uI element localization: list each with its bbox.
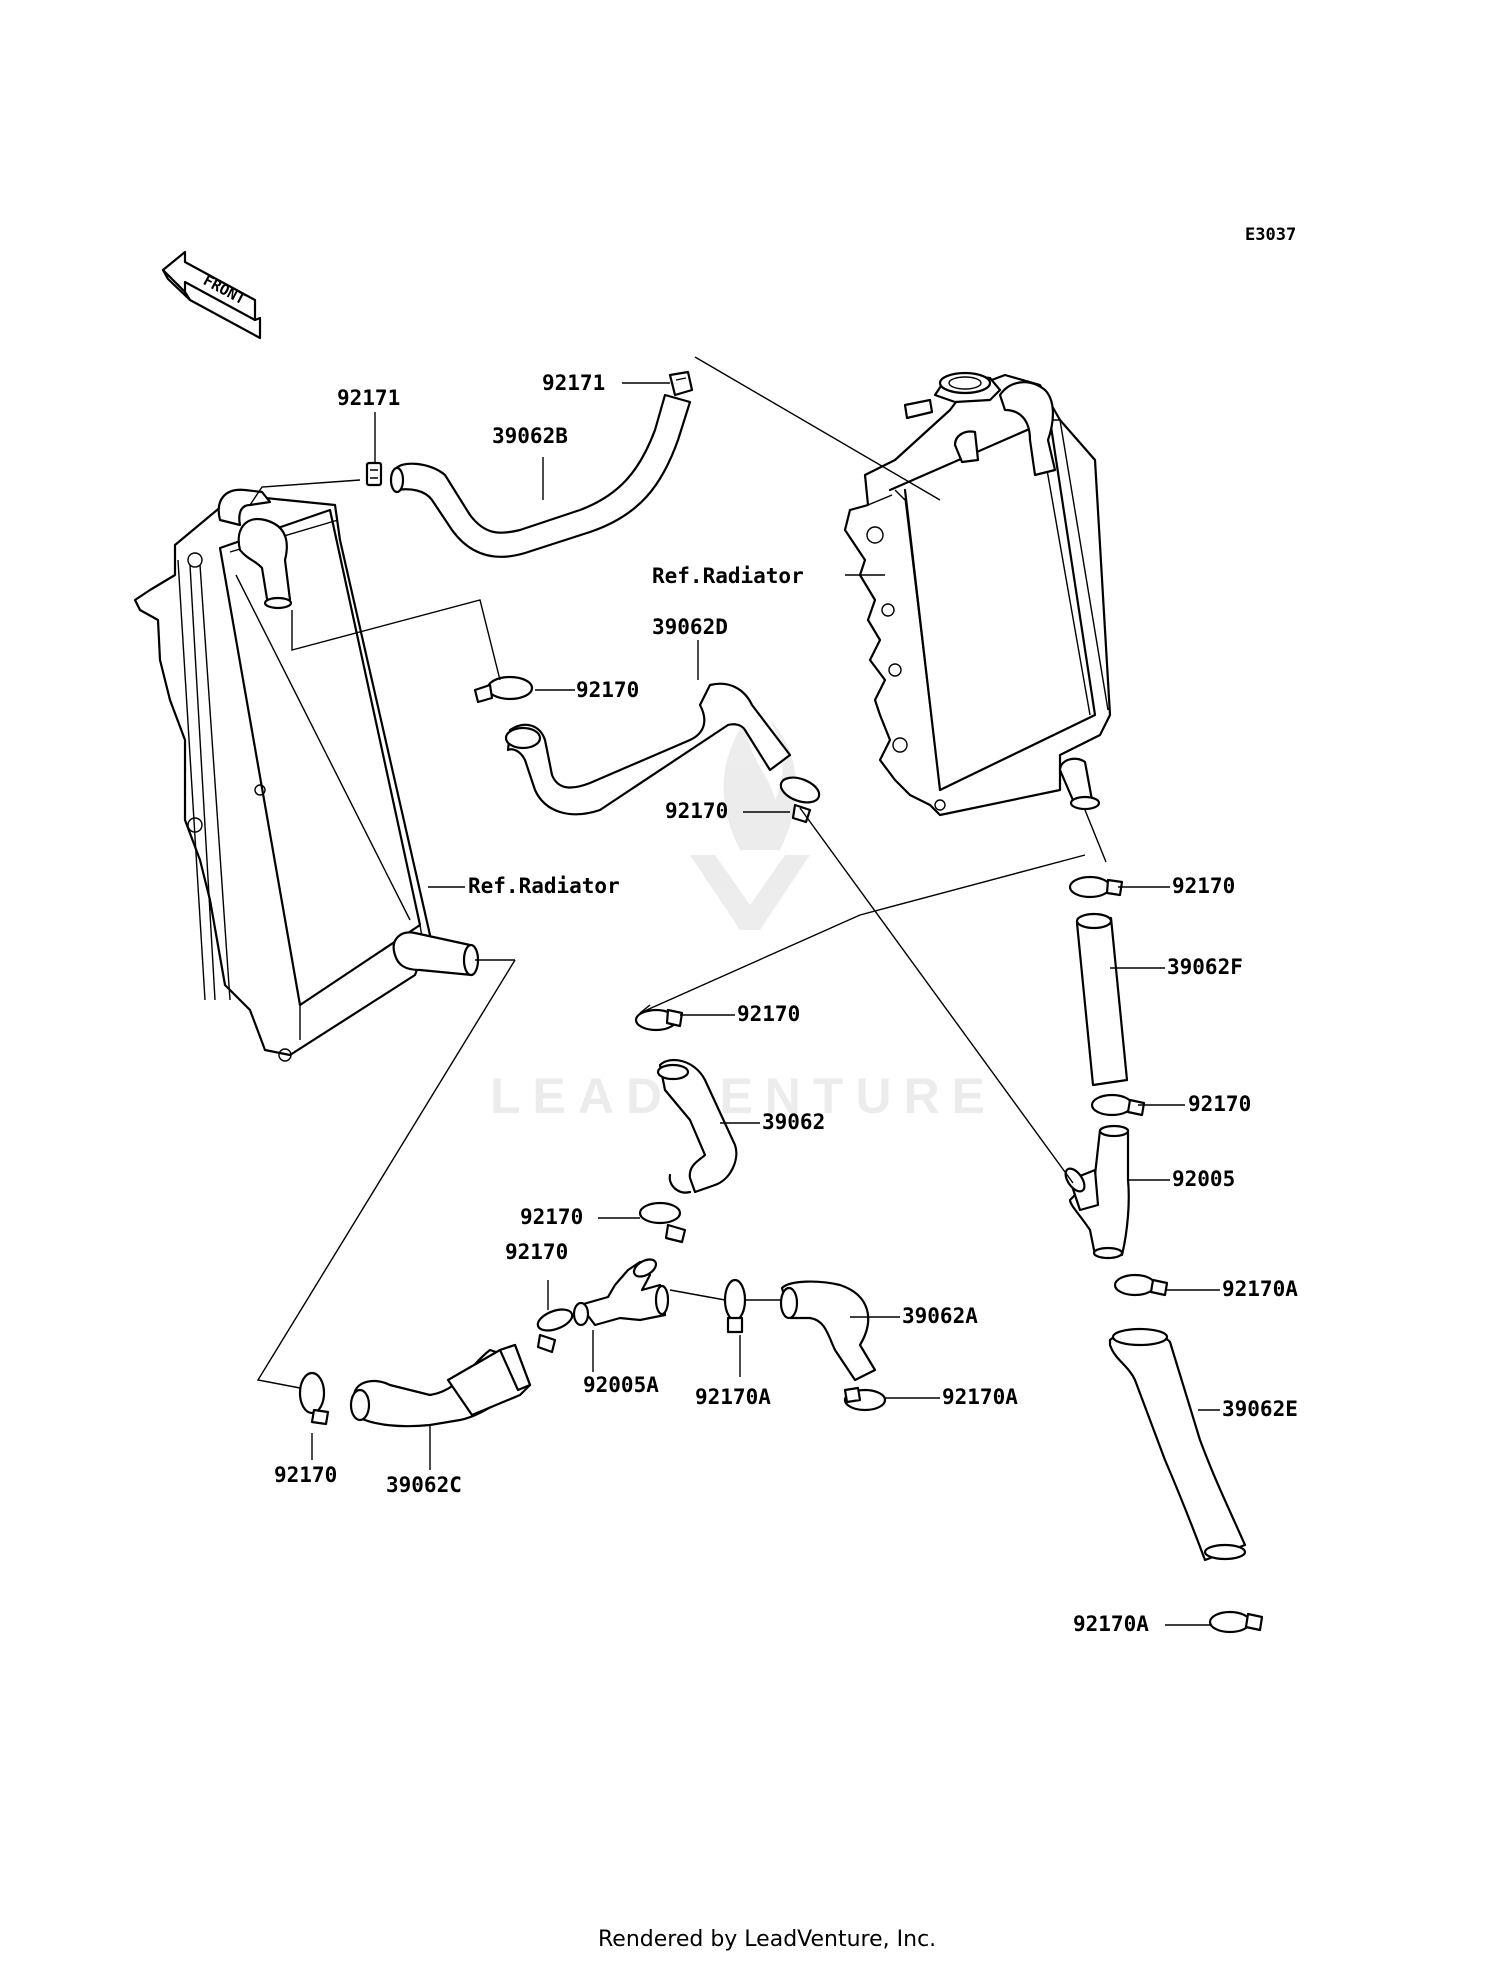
fitting-92005A xyxy=(572,1258,670,1327)
callout-39062B: 39062B xyxy=(492,424,568,448)
clamp-92171-top xyxy=(668,370,694,397)
callout-92171-top: 92171 xyxy=(542,371,605,395)
callout-92170A-4: 92170A xyxy=(1073,1612,1149,1636)
watermark-text: LEADVENTURE xyxy=(490,1068,997,1124)
callout-92005: 92005 xyxy=(1172,1167,1235,1191)
callout-92170-center: 92170 xyxy=(737,1002,800,1026)
hose-39062E xyxy=(1108,1327,1247,1562)
clamp-92170-upper xyxy=(473,675,534,704)
clamp-92170A-3 xyxy=(843,1386,887,1412)
callout-92170A-1: 92170A xyxy=(1222,1277,1298,1301)
clamp-92170-low2 xyxy=(536,1308,574,1354)
clamp-92170-mid xyxy=(779,776,821,824)
callout-92170-low2: 92170 xyxy=(505,1240,568,1264)
clamp-92170A-2 xyxy=(723,1278,747,1334)
callout-92170-right1: 92170 xyxy=(1172,874,1235,898)
callout-92170A-3: 92170A xyxy=(942,1385,1018,1409)
clamp-92170-right2 xyxy=(1090,1093,1146,1117)
callout-92170-upper: 92170 xyxy=(576,678,639,702)
callout-39062A: 39062A xyxy=(902,1304,978,1328)
callout-92170-low1: 92170 xyxy=(520,1205,583,1229)
hose-39062A xyxy=(779,1280,877,1382)
callout-92170-mid: 92170 xyxy=(665,799,728,823)
front-arrow-icon: FRONT xyxy=(161,250,262,340)
left-radiator xyxy=(133,488,480,1062)
callout-ref-radiator-left: Ref.Radiator xyxy=(468,874,620,898)
clamp-92170-bottom xyxy=(298,1371,330,1426)
right-radiator xyxy=(843,371,1112,817)
hose-39062C xyxy=(349,1343,532,1428)
clamp-92170A-1 xyxy=(1113,1273,1169,1297)
callout-39062: 39062 xyxy=(762,1110,825,1134)
clamp-92170-low1 xyxy=(638,1201,687,1244)
leader-lines xyxy=(311,382,1220,1626)
clamp-92170-center xyxy=(634,1008,684,1032)
callout-39062D: 39062D xyxy=(652,615,728,639)
callout-ref-radiator-right: Ref.Radiator xyxy=(652,564,804,588)
callout-92005A: 92005A xyxy=(583,1373,659,1397)
fitting-92005 xyxy=(1064,1124,1130,1260)
callout-92170-bottom: 92170 xyxy=(274,1463,337,1487)
hose-39062F xyxy=(1075,912,1129,1087)
clamp-92170-right1 xyxy=(1068,875,1124,899)
hose-39062 xyxy=(656,1058,738,1194)
callout-39062F: 39062F xyxy=(1167,955,1243,979)
callout-92171-left: 92171 xyxy=(337,386,400,410)
connection-lines xyxy=(249,356,1107,1389)
clamp-92171-left xyxy=(365,461,383,487)
clamp-92170A-4 xyxy=(1208,1610,1264,1634)
callout-92170-right2: 92170 xyxy=(1188,1092,1251,1116)
footer-credit: Rendered by LeadVenture, Inc. xyxy=(598,1927,936,1952)
callout-39062E: 39062E xyxy=(1222,1397,1298,1421)
diagram-code: E3037 xyxy=(1245,225,1296,245)
hose-39062D xyxy=(504,682,792,816)
callout-39062C: 39062C xyxy=(386,1473,462,1497)
hose-39062B xyxy=(389,393,692,558)
callout-92170A-2: 92170A xyxy=(695,1385,771,1409)
watermark-logo xyxy=(690,720,810,930)
